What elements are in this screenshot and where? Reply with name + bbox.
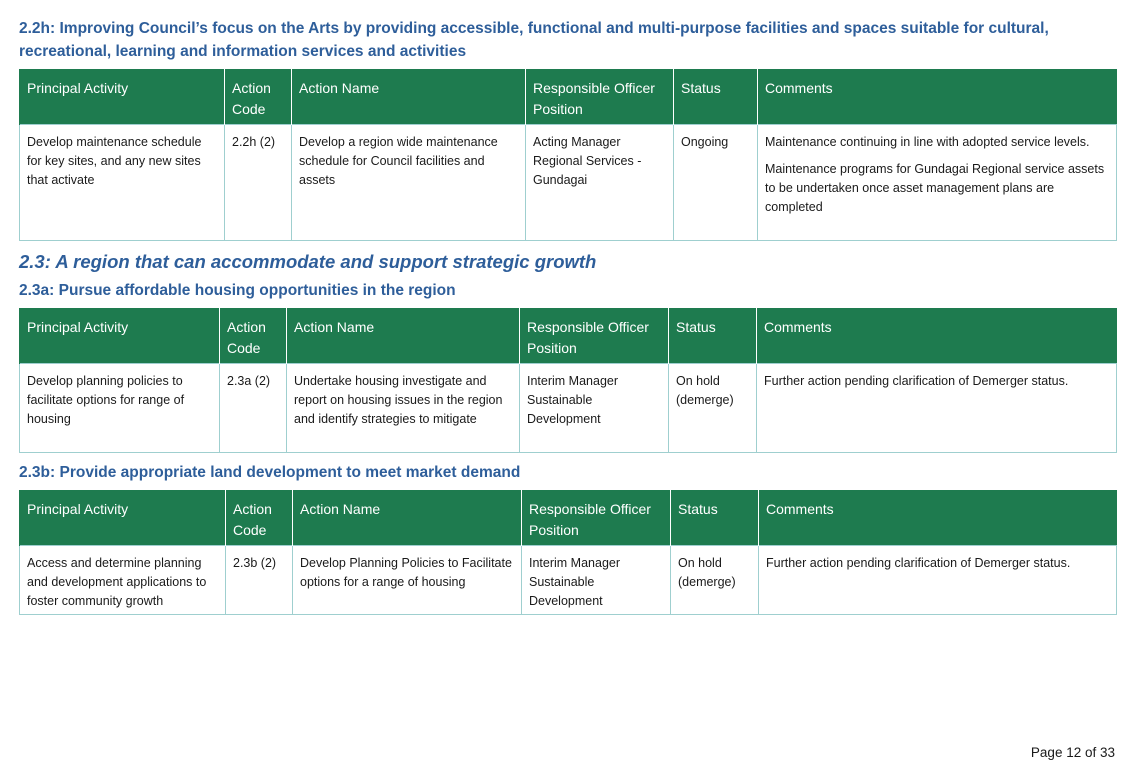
col-header-action-code: Action Code: [225, 490, 293, 546]
table-row: Develop maintenance schedule for key sit…: [19, 124, 1117, 241]
comment-paragraph: Maintenance programs for Gundagai Region…: [765, 162, 1105, 214]
cell-action-code: 2.3a (2): [219, 363, 287, 453]
cell-action-name: Undertake housing investigate and report…: [286, 363, 520, 453]
col-header-status: Status: [670, 490, 759, 546]
col-header-comments: Comments: [757, 69, 1117, 125]
cell-action-code: 2.3b (2): [225, 545, 293, 615]
action-table-2-3b: Principal Activity Action Code Action Na…: [19, 490, 1117, 615]
action-table-2-3a: Principal Activity Action Code Action Na…: [19, 308, 1117, 453]
section-heading-2-3: 2.3: A region that can accommodate and s…: [19, 251, 597, 272]
comment-paragraph: Maintenance continuing in line with adop…: [765, 135, 1090, 149]
document-page: 2.2h: Improving Council’s focus on the A…: [19, 0, 1117, 615]
col-header-principal-activity: Principal Activity: [19, 69, 225, 125]
objective-heading-2-2h: 2.2h: Improving Council’s focus on the A…: [19, 20, 1049, 60]
table-header-row: Principal Activity Action Code Action Na…: [19, 69, 1117, 125]
cell-comments: Maintenance continuing in line with adop…: [757, 124, 1117, 241]
objective-heading-2-3b: 2.3b: Provide appropriate land developme…: [19, 464, 521, 481]
cell-comments: Further action pending clarification of …: [756, 363, 1117, 453]
cell-status: On hold (demerge): [670, 545, 759, 615]
cell-principal-activity: Develop maintenance schedule for key sit…: [19, 124, 225, 241]
col-header-comments: Comments: [756, 308, 1117, 364]
table-header-row: Principal Activity Action Code Action Na…: [19, 308, 1117, 364]
col-header-responsible-officer: Responsible Officer Position: [525, 69, 674, 125]
table-header-row: Principal Activity Action Code Action Na…: [19, 490, 1117, 546]
col-header-status: Status: [668, 308, 757, 364]
col-header-action-code: Action Code: [219, 308, 287, 364]
col-header-comments: Comments: [758, 490, 1117, 546]
cell-status: Ongoing: [673, 124, 758, 241]
cell-responsible-officer: Acting Manager Regional Services - Gunda…: [525, 124, 674, 241]
table-row: Access and determine planning and develo…: [19, 545, 1117, 615]
col-header-principal-activity: Principal Activity: [19, 490, 226, 546]
col-header-responsible-officer: Responsible Officer Position: [519, 308, 669, 364]
cell-action-code: 2.2h (2): [224, 124, 292, 241]
table-row: Develop planning policies to facilitate …: [19, 363, 1117, 453]
page-number: Page 12 of 33: [1030, 745, 1115, 760]
cell-action-name: Develop a region wide maintenance schedu…: [291, 124, 526, 241]
objective-heading-2-3a: 2.3a: Pursue affordable housing opportun…: [19, 282, 456, 299]
cell-principal-activity: Develop planning policies to facilitate …: [19, 363, 220, 453]
cell-responsible-officer: Interim Manager Sustainable Development: [521, 545, 671, 615]
action-table-2-2h: Principal Activity Action Code Action Na…: [19, 69, 1117, 241]
cell-comments: Further action pending clarification of …: [758, 545, 1117, 615]
col-header-action-code: Action Code: [224, 69, 292, 125]
col-header-responsible-officer: Responsible Officer Position: [521, 490, 671, 546]
cell-principal-activity: Access and determine planning and develo…: [19, 545, 226, 615]
col-header-status: Status: [673, 69, 758, 125]
cell-responsible-officer: Interim Manager Sustainable Development: [519, 363, 669, 453]
col-header-action-name: Action Name: [292, 490, 522, 546]
cell-action-name: Develop Planning Policies to Facilitate …: [292, 545, 522, 615]
col-header-action-name: Action Name: [286, 308, 520, 364]
cell-status: On hold (demerge): [668, 363, 757, 453]
col-header-principal-activity: Principal Activity: [19, 308, 220, 364]
col-header-action-name: Action Name: [291, 69, 526, 125]
